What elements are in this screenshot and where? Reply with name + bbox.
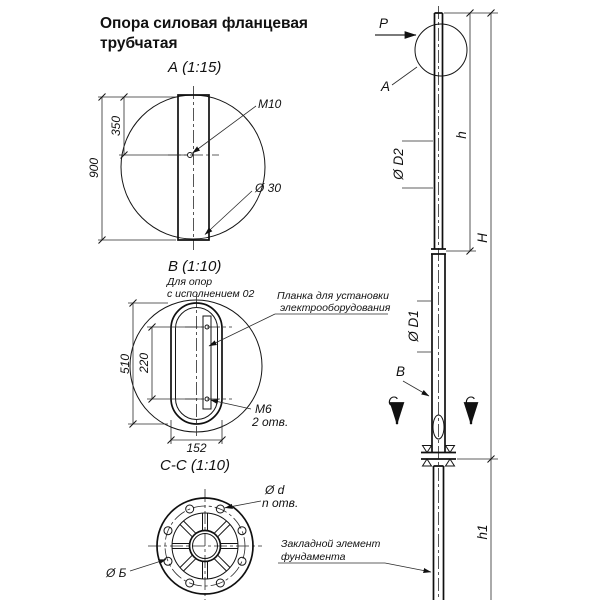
bolt-hole — [185, 504, 195, 514]
pole-handhole — [432, 414, 445, 440]
view-b-dim-510: 510 — [118, 354, 132, 374]
drawing-title-line1: Опора силовая фланцевая — [100, 15, 308, 32]
view-b: В (1:10) Для опор с исполнением 02 510 2… — [118, 258, 391, 455]
dim-h: h — [454, 131, 469, 139]
view-a-dim-ticks — [98, 93, 128, 244]
detail-b-leader — [402, 380, 430, 397]
view-b-dim-152: 152 — [186, 441, 206, 455]
view-a-diameter-label: Ø 30 — [254, 181, 281, 195]
view-b-callout-line1: Планка для установки — [277, 290, 389, 302]
foundation-note-line2: фундамента — [281, 551, 346, 563]
view-cc-tube-inner — [192, 533, 218, 559]
view-cc-label: С-С (1:10) — [160, 457, 230, 474]
detail-a-label: А — [380, 79, 390, 94]
view-a-extension-lines — [98, 96, 187, 241]
detail-a-leader — [391, 66, 418, 86]
view-a-boundary-circle — [120, 94, 266, 240]
view-cc: С-С (1:10) Ø d n отв. Ø Б — [105, 457, 298, 600]
view-a-thread-hole — [187, 152, 193, 158]
bolt-hole — [237, 526, 247, 536]
detail-b-label: В — [396, 364, 405, 379]
dia-d1-lines — [417, 300, 431, 353]
force-p-label: Р — [379, 16, 388, 31]
view-cc-bolt-circle-label: Ø Б — [105, 566, 127, 580]
view-b-holes-label: 2 отв. — [251, 415, 288, 429]
foundation-note-line1: Закладной элемент — [281, 538, 381, 550]
bolt-hole — [237, 556, 247, 566]
view-a-thread-label: М10 — [258, 97, 282, 111]
view-b-dim-220: 220 — [137, 353, 151, 374]
view-cc-bolt-circle — [164, 505, 246, 587]
view-b-dim-ticks — [129, 299, 226, 444]
view-b-plate — [202, 315, 212, 410]
dia-d2-lines — [402, 140, 433, 189]
bolt-hole — [185, 578, 195, 588]
dim-h1: h1 — [475, 524, 490, 539]
view-a: А (1:15) 900 350 М10 Ø 30 — [87, 59, 282, 250]
pole-upper-tube — [433, 12, 444, 249]
title-block: Опора силовая фланцевая трубчатая — [100, 15, 308, 52]
view-b-label: В (1:10) — [168, 258, 221, 275]
dim-H: H — [475, 233, 490, 243]
view-b-handhole-inner — [175, 307, 218, 420]
elevation-dim-ticks — [466, 9, 495, 463]
view-cc-gusset-circle — [171, 512, 239, 580]
section-c-right-label: С — [465, 394, 475, 409]
view-b-note-line2: с исполнением 02 — [167, 288, 254, 300]
pole-joint — [431, 248, 446, 255]
view-b-extension-lines — [128, 302, 223, 444]
view-b-note-line1: Для опор — [166, 276, 212, 288]
bolt-hole — [163, 556, 173, 566]
view-cc-tube-outer — [188, 529, 222, 563]
detail-a-circle — [414, 23, 468, 77]
dia-d2-label: Ø D2 — [391, 148, 406, 181]
anchor-bolt-symbols — [421, 445, 456, 467]
view-a-leader-d30 — [204, 190, 253, 235]
pole-lower-tube — [431, 254, 446, 452]
foundation-note-leader — [384, 562, 432, 574]
view-cc-bolt-holes — [163, 504, 247, 588]
view-b-centerlines — [185, 294, 232, 436]
foundation-tube — [432, 465, 445, 600]
drawing-title-line2: трубчатая — [100, 35, 178, 52]
view-b-plate-hole-top — [204, 324, 210, 330]
view-cc-hole-dia-label: Ø d — [264, 483, 285, 497]
bolt-hole — [215, 578, 225, 588]
bolt-hole — [215, 504, 225, 514]
view-cc-flange-outer — [156, 497, 254, 595]
view-a-tube-outline — [177, 94, 210, 241]
elevation-view: Р А Ø D2 Ø D1 В С С — [278, 6, 498, 600]
view-b-handhole-outer — [170, 302, 223, 425]
view-a-dim-900: 900 — [87, 158, 101, 178]
view-a-leader-m10 — [192, 105, 257, 154]
view-cc-holes-count-label: n отв. — [262, 496, 298, 510]
view-cc-leader-hole — [224, 500, 262, 509]
view-cc-center-cross — [148, 489, 262, 600]
view-a-label: А (1:15) — [167, 59, 221, 76]
view-b-boundary-circle — [129, 299, 263, 433]
view-b-leader-m6 — [210, 399, 252, 410]
view-a-centerlines — [168, 86, 219, 250]
view-a-dim-350: 350 — [109, 116, 123, 136]
view-b-callout-line2: электрооборудования — [280, 302, 391, 314]
view-b-thread-label: М6 — [255, 402, 272, 416]
bolt-hole — [163, 526, 173, 536]
section-c-left-label: С — [388, 394, 398, 409]
view-b-callout-leader — [208, 313, 276, 347]
view-b-plate-hole-bottom — [204, 396, 210, 402]
elevation-extension-lines — [444, 12, 498, 460]
view-cc-gusset-ribs — [172, 513, 238, 579]
dia-d1-label: Ø D1 — [406, 310, 421, 343]
view-cc-leader-boltcircle — [129, 559, 167, 572]
